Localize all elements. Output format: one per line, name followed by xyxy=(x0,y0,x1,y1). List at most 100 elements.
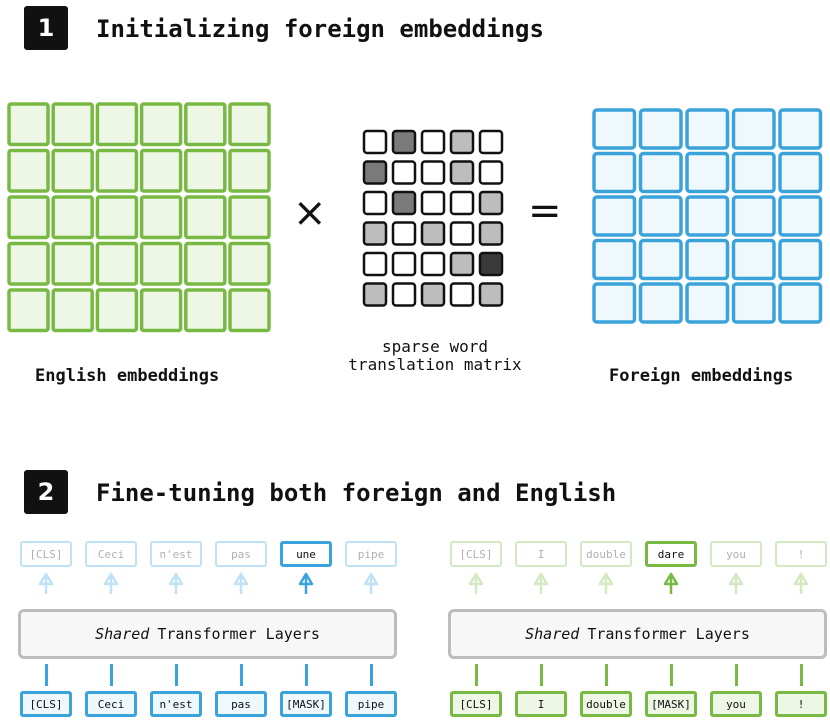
foreign-embedding-cell xyxy=(638,151,683,194)
foreign-embedding-cell xyxy=(638,282,683,324)
step-1-title: Initializing foreign embeddings xyxy=(96,15,544,43)
translation-matrix-cell xyxy=(449,160,475,185)
translation-matrix-cell xyxy=(391,129,417,155)
english-arrow-up-icon xyxy=(533,572,549,594)
english-embedding-cell xyxy=(51,241,94,286)
english-embedding-cell xyxy=(184,288,227,333)
shared-word: Shared xyxy=(95,625,150,643)
translation-matrix-cell xyxy=(420,282,446,307)
english-embedding-cell xyxy=(7,195,50,240)
english-embedding-cell xyxy=(95,195,139,240)
foreign-embedding-cell xyxy=(592,108,637,150)
translation-matrix-cell xyxy=(449,129,475,155)
foreign-connector-line xyxy=(370,664,373,686)
translation-matrix-cell xyxy=(362,221,388,246)
foreign-embedding-cell xyxy=(778,108,823,150)
english-embedding-cell xyxy=(95,288,139,333)
english-embedding-cell xyxy=(228,195,271,240)
english-arrow-up-icon xyxy=(793,572,809,594)
foreign-arrow-up-icon xyxy=(168,572,184,594)
english-input-token: I xyxy=(515,691,567,717)
english-embedding-cell xyxy=(51,148,94,193)
foreign-connector-line xyxy=(110,664,113,686)
translation-matrix-cell xyxy=(478,129,504,155)
english-connector-line xyxy=(605,664,608,686)
foreign-input-token: [CLS] xyxy=(20,691,72,717)
translation-matrix-cell xyxy=(449,221,475,246)
foreign-input-token: Ceci xyxy=(85,691,137,717)
foreign-output-token: n'est xyxy=(150,541,202,567)
foreign-output-token: une xyxy=(280,541,332,567)
english-embedding-cell xyxy=(51,195,94,240)
shared-word: Shared xyxy=(525,625,580,643)
foreign-embedding-cell xyxy=(685,238,730,281)
translation-matrix-cell xyxy=(391,221,417,246)
translation-matrix-cell xyxy=(362,129,388,155)
foreign-embedding-cell xyxy=(592,151,637,194)
foreign-output-token: pas xyxy=(215,541,267,567)
translation-matrix-cell xyxy=(362,160,388,185)
english-output-token: you xyxy=(710,541,762,567)
foreign-output-token: [CLS] xyxy=(20,541,72,567)
english-output-token: double xyxy=(580,541,632,567)
foreign-embeddings-caption: Foreign embeddings xyxy=(609,366,794,386)
foreign-embedding-cell xyxy=(638,108,683,150)
equals-operator: = xyxy=(528,188,562,234)
english-connector-line xyxy=(540,664,543,686)
english-input-token: [MASK] xyxy=(645,691,697,717)
foreign-arrow-up-icon xyxy=(298,572,314,594)
foreign-embedding-cell xyxy=(685,282,730,324)
english-embedding-cell xyxy=(184,148,227,193)
translation-matrix-cell xyxy=(478,221,504,246)
english-output-token: I xyxy=(515,541,567,567)
foreign-arrow-up-icon xyxy=(363,572,379,594)
translation-matrix-cell xyxy=(420,251,446,277)
translation-matrix-cell xyxy=(420,221,446,246)
foreign-embedding-cell xyxy=(731,151,776,194)
english-connector-line xyxy=(475,664,478,686)
foreign-embedding-cell xyxy=(685,108,730,150)
transformer-layers-label: Transformer Layers xyxy=(157,625,320,643)
foreign-embedding-cell xyxy=(592,282,637,324)
english-arrow-up-icon xyxy=(663,572,679,594)
english-arrow-up-icon xyxy=(598,572,614,594)
foreign-embedding-cell xyxy=(778,151,823,194)
foreign-embedding-cell xyxy=(592,238,637,281)
english-embedding-cell xyxy=(7,241,50,286)
english-embedding-cell xyxy=(7,102,50,147)
english-input-token: ! xyxy=(775,691,827,717)
english-output-token: dare xyxy=(645,541,697,567)
english-input-token: double xyxy=(580,691,632,717)
english-embedding-cell xyxy=(228,148,271,193)
english-input-token: [CLS] xyxy=(450,691,502,717)
english-embedding-cell xyxy=(228,288,271,333)
english-embedding-cell xyxy=(184,241,227,286)
translation-matrix-cell xyxy=(478,251,504,277)
english-embedding-cell xyxy=(95,148,139,193)
foreign-embedding-cell xyxy=(638,238,683,281)
english-connector-line xyxy=(670,664,673,686)
foreign-input-token: [MASK] xyxy=(280,691,332,717)
step-2-badge: 2 xyxy=(24,470,68,514)
foreign-embedding-cell xyxy=(778,282,823,324)
foreign-embedding-cell xyxy=(731,195,776,237)
foreign-embedding-cell xyxy=(731,108,776,150)
matrix-caption-line2: translation matrix xyxy=(348,355,522,374)
translation-matrix-cell xyxy=(449,282,475,307)
step-2-title: Fine-tuning both foreign and English xyxy=(96,479,617,507)
translation-matrix-cell xyxy=(391,282,417,307)
translation-matrix-cell xyxy=(391,190,417,216)
english-embedding-cell xyxy=(51,288,94,333)
foreign-shared-transformer-layers: Shared Transformer Layers xyxy=(18,609,397,659)
foreign-embedding-cell xyxy=(638,195,683,237)
english-embedding-cell xyxy=(139,241,183,286)
translation-matrix-cell xyxy=(420,129,446,155)
english-embedding-cell xyxy=(184,195,227,240)
english-embedding-cell xyxy=(95,241,139,286)
foreign-arrow-up-icon xyxy=(38,572,54,594)
english-output-token: [CLS] xyxy=(450,541,502,567)
english-output-token: ! xyxy=(775,541,827,567)
translation-matrix-cell xyxy=(362,190,388,216)
translation-matrix-cell xyxy=(478,282,504,307)
